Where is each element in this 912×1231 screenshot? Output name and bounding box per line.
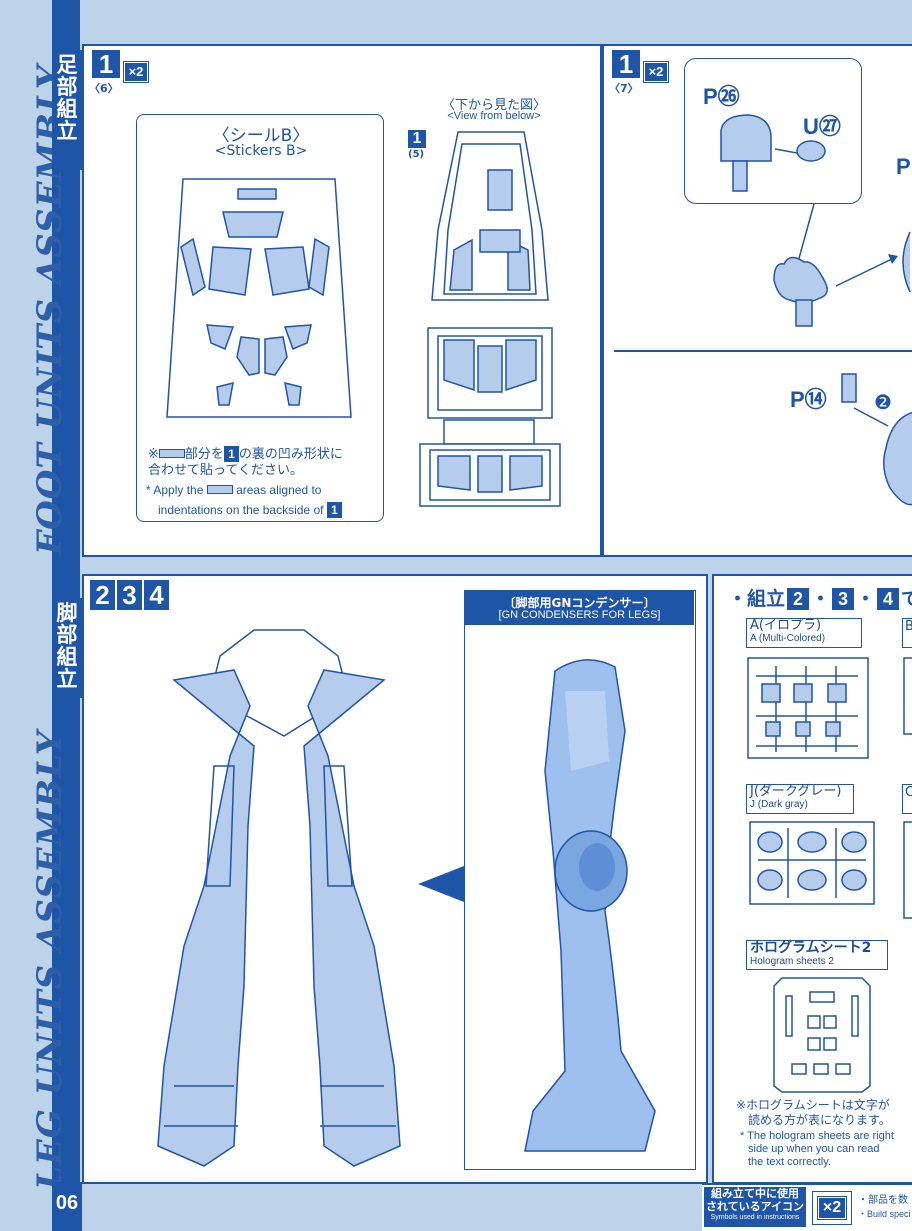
heading-num-3: 3 <box>832 588 855 610</box>
part-label-u27: U㉗ <box>803 114 841 139</box>
step-number: 1 <box>92 50 120 78</box>
part-label-p26: P㉖ <box>703 84 740 109</box>
leg-assembly-jp-label: 脚部組立 <box>52 598 82 698</box>
legs-assembly-diagram <box>157 629 401 1167</box>
callout-bubble: P㉖ U㉗ <box>684 58 862 204</box>
condenser-header <box>465 591 694 625</box>
step-1-foot-assembly-panel: 1 〈7〉 ×2 P㉖ U㉗ P P⑭ ❷ <box>602 44 912 557</box>
step-number-4: 4 <box>144 580 169 610</box>
condenser-leg-render <box>524 659 656 1152</box>
runner-a-en: A (Multi-Colored) <box>750 633 826 644</box>
step-ref: 〈7〉 <box>609 82 639 95</box>
note-jp-2: 部分を <box>184 447 224 462</box>
runner-a-jp: A(イロプラ) <box>750 618 822 633</box>
callout-pointer <box>418 866 464 902</box>
part-label-p-partial: P <box>896 154 911 179</box>
note-jp-3: の裏の凹み形状に <box>238 447 343 462</box>
view-below-en: <View from below> <box>447 110 541 122</box>
holo-note-en-1: * The hologram sheets are right <box>740 1130 894 1142</box>
holo-note-jp-1: ※ホログラムシートは文字が <box>736 1098 890 1112</box>
sticker-area-swatch <box>158 449 185 458</box>
sticker-title-en: <Stickers B> <box>214 143 308 159</box>
runner-c-diagram-partial <box>903 821 912 919</box>
heading-num-4: 4 <box>877 588 900 610</box>
note-en-2: areas aligned to <box>236 483 322 497</box>
legend-multiplier-icon: ×2 <box>817 1196 847 1220</box>
part-ref-sub: (5) <box>408 149 425 160</box>
sticker-title-jp: 〈シールB〉 <box>212 126 310 146</box>
runner-j-diagram <box>749 821 875 905</box>
legend-jp-1: 組み立て中に使用 <box>711 1187 799 1200</box>
hologram-sheet-diagram <box>773 977 871 1093</box>
heading-suffix: で <box>901 588 912 610</box>
foot-part-view-from-below <box>419 131 561 507</box>
legend-en: Symbols used in instructions <box>710 1214 800 1221</box>
legend-x2-box <box>812 1191 852 1225</box>
step-ref: 〈6〉 <box>89 82 119 95</box>
part-label-p14: P⑭ <box>790 387 827 412</box>
panel-divider <box>614 350 912 352</box>
heading-num-2: 2 <box>787 588 810 610</box>
step-234-leg-panel: 2 3 4 〔脚部用GNコンデンサー〕 [GN CONDENSERS FOR L… <box>82 574 708 1184</box>
runner-b-partial: B <box>902 618 912 648</box>
note-ref-box: 1 <box>223 446 239 462</box>
note-en-ref-box: 1 <box>326 502 342 518</box>
part-p26-u27-diagram <box>720 114 826 192</box>
runner-a-diagram <box>747 657 869 759</box>
note-jp-1: ※ <box>148 447 159 462</box>
step-number-2: 2 <box>90 580 115 610</box>
hologram-jp: ホログラムシート2 <box>750 940 872 956</box>
holo-note-en-2: side up when you can read <box>748 1143 880 1155</box>
legend-jp-2: されているアイコン <box>705 1200 805 1213</box>
step-numbers-group: 2 3 4 <box>90 580 169 610</box>
holo-note-jp-2: 読める方が表になります。 <box>748 1113 891 1127</box>
leg-units-vertical-title: LEG UNITS ASSEMBLY <box>30 729 70 1190</box>
runner-j-label: J(ダークグレー) J (Dark gray) <box>746 784 854 814</box>
sticker-area-swatch-en <box>206 485 233 494</box>
sticker-sheet-diagram <box>166 178 352 418</box>
icon-legend: 組み立て中に使用 されているアイコン Symbols used in instr… <box>702 1183 912 1231</box>
foot-connector-diagram <box>773 203 911 327</box>
foot-assembly-jp-label: 足部組立 <box>52 50 82 170</box>
view-below-jp: 〈下から見た図〉 <box>441 98 546 113</box>
note-jp-4: 合わせて貼ってください。 <box>148 463 303 478</box>
condenser-title-jp: 〔脚部用GNコンデンサー〕 <box>503 596 656 610</box>
heading-prefix: ・組立 <box>728 588 786 610</box>
multiplier-badge: ×2 <box>123 61 149 83</box>
part-ref-number: 1 <box>408 130 426 148</box>
runner-j-en: J (Dark gray) <box>750 799 808 810</box>
multiplier-badge: ×2 <box>643 61 669 83</box>
runner-b-diagram-partial <box>903 657 912 735</box>
part-p14-diagram <box>841 373 912 506</box>
runner-a-label: A(イロプラ) A (Multi-Colored) <box>746 618 862 648</box>
page-number: 06 <box>52 1182 82 1231</box>
hologram-label: ホログラムシート2 Hologram sheets 2 <box>746 940 888 970</box>
hologram-en: Hologram sheets 2 <box>750 956 834 967</box>
condenser-title-en: [GN CONDENSERS FOR LEGS] <box>498 609 661 621</box>
gn-condenser-box: 〔脚部用GNコンデンサー〕 [GN CONDENSERS FOR LEGS] <box>464 590 696 1170</box>
sticker-note-en: * Apply the areas aligned to indentation… <box>146 480 406 520</box>
icon-legend-title: 組み立て中に使用 されているアイコン Symbols used in instr… <box>704 1187 806 1227</box>
runner-j-jp: J(ダークグレー) <box>750 784 842 799</box>
step-circle-2: ❷ <box>874 390 892 414</box>
sticker-sheet-box: 〈シールB〉 <Stickers B> <box>136 114 384 522</box>
step-number: 1 <box>612 50 640 78</box>
step-number-3: 3 <box>117 580 142 610</box>
hologram-note-en: * The hologram sheets are right side up … <box>740 1130 894 1169</box>
holo-note-en-3: the text correctly. <box>748 1156 831 1168</box>
note-en-1: * Apply the <box>146 483 204 497</box>
note-en-3: indentations on the backside of <box>158 503 324 517</box>
legend-desc-jp: ・部品を数 <box>858 1195 908 1206</box>
legend-desc-en: ・Build speci <box>858 1209 911 1219</box>
hologram-note-jp: ※ホログラムシートは文字が 読める方が表になります。 <box>736 1098 891 1128</box>
runner-c-partial: C <box>902 784 912 814</box>
